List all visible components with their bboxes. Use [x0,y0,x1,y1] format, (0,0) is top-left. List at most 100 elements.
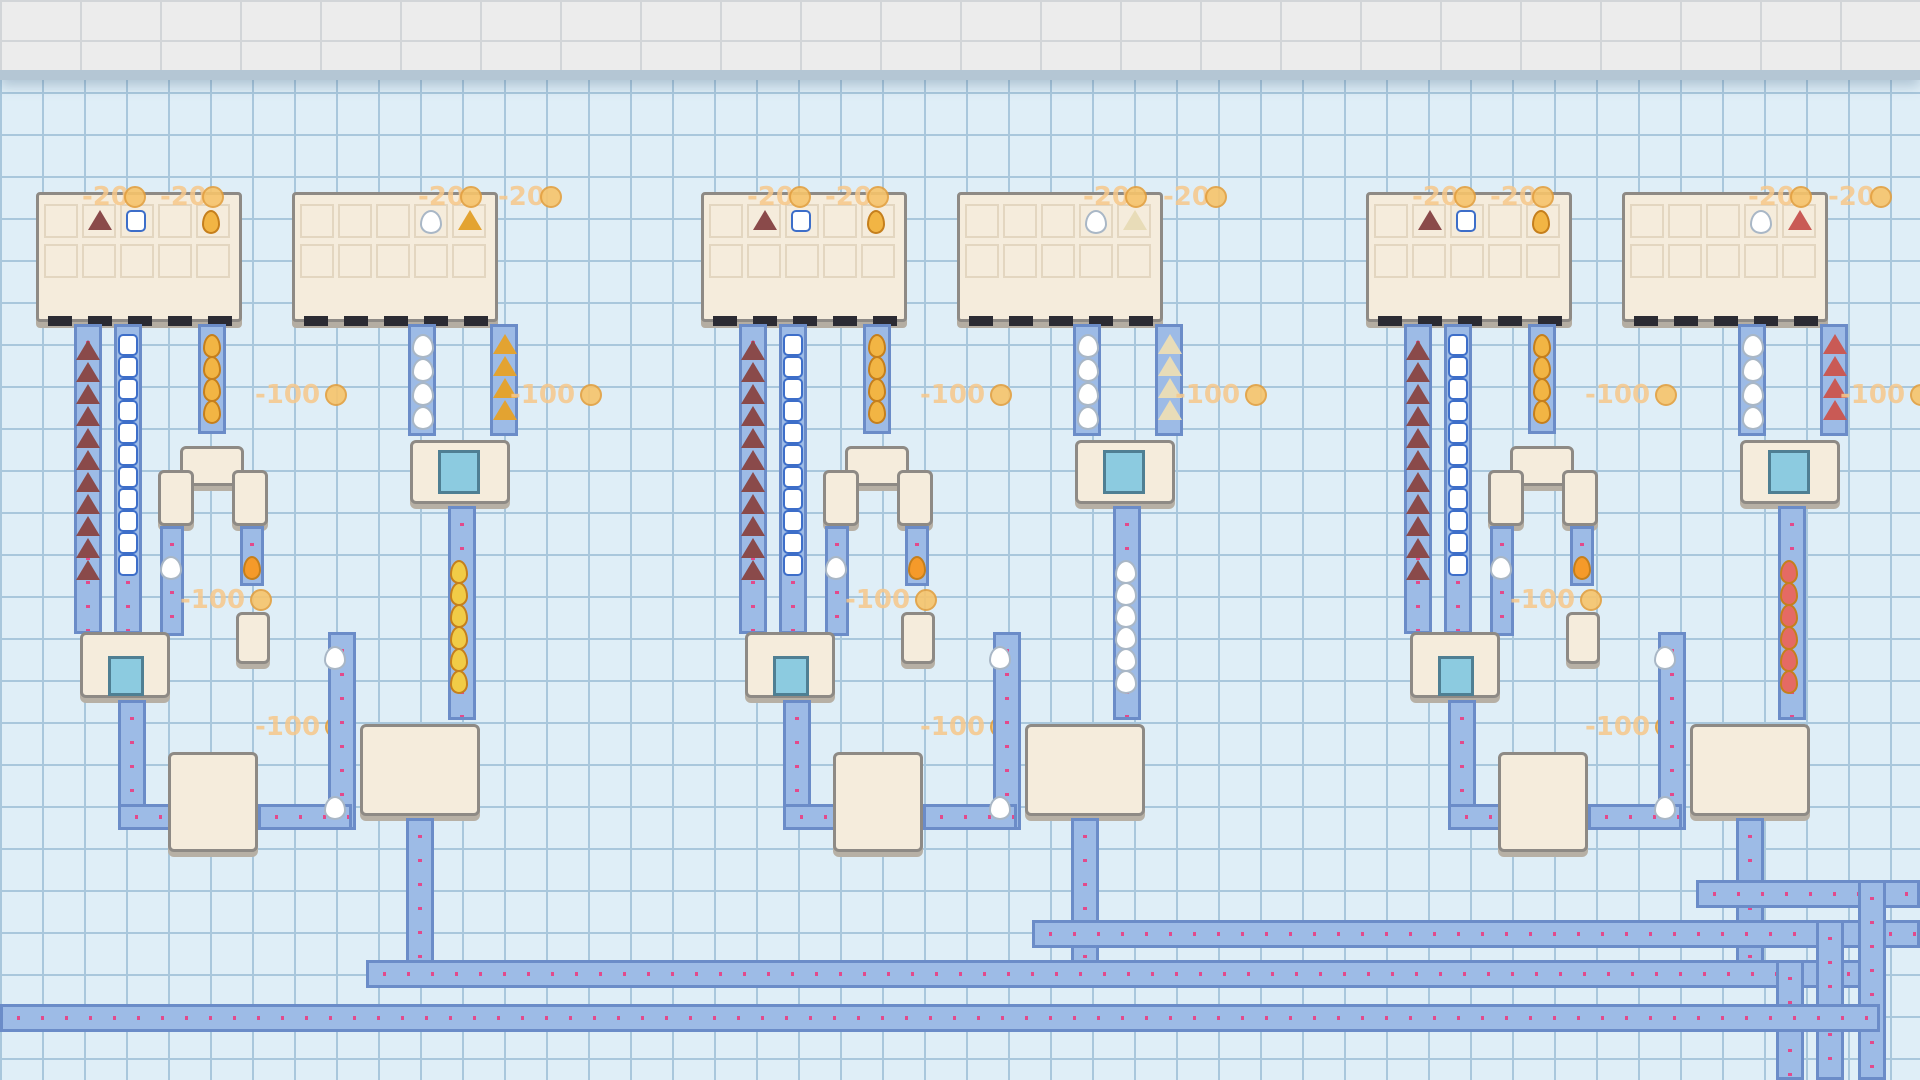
coin-icon [1205,186,1227,208]
gold-cone-item [493,378,517,398]
brown-cone-item [753,210,777,230]
storage-slot [120,244,154,278]
brown-cone-item [741,538,765,558]
assembler-machine[interactable] [360,724,480,816]
brown-cone-item [741,516,765,536]
trash-bin[interactable] [236,612,270,664]
brown-cone-item [76,340,100,360]
storage-slot [1744,204,1778,238]
trash-bin[interactable] [901,612,935,664]
storage-slot [861,244,895,278]
blue-jar-item [783,378,803,400]
storage-slot [1412,244,1446,278]
storage-slot [158,244,192,278]
yellow-egg-item [1780,670,1798,694]
brown-cone-item [741,450,765,470]
white-puff-item [160,556,182,580]
conveyor-belt[interactable] [1071,818,1099,978]
coin-icon [789,186,811,208]
blue-jar-item [1448,400,1468,422]
brown-cone-item [1406,472,1430,492]
conveyor-belt[interactable] [825,526,849,636]
conveyor-belt[interactable] [1816,920,1844,1080]
conveyor-belt[interactable] [406,818,434,978]
assembler-machine[interactable] [1025,724,1145,816]
cost-label: -20 [418,182,465,212]
splitter-arm[interactable] [232,470,268,526]
blue-jar-item [783,510,803,532]
splitter-arm[interactable] [158,470,194,526]
yellow-egg-item [868,356,886,380]
cost-label: -20 [1412,182,1459,212]
trash-bin[interactable] [1566,612,1600,664]
storage-slot [196,244,230,278]
splitter-arm[interactable] [823,470,859,526]
conveyor-belt[interactable] [0,1004,1880,1032]
white-egg-item [1750,210,1772,234]
output-port [1714,316,1738,326]
blue-jar-item [783,488,803,510]
storage-slot [1003,204,1037,238]
oven-machine[interactable] [168,752,258,852]
coin-icon [867,186,889,208]
splitter-arm[interactable] [1562,470,1598,526]
output-port [1634,316,1658,326]
yellow-egg-item [1533,378,1551,402]
yellow-egg-item [203,334,221,358]
brown-cone-item [1406,362,1430,382]
brown-cone-item [76,428,100,448]
blue-jar-item [783,444,803,466]
yellow-egg-item [202,210,220,234]
storage-slot [709,204,743,238]
storage-slot [1526,244,1560,278]
coin-icon [1454,186,1476,208]
washer-screen [1768,450,1810,494]
brown-cone-item [1406,340,1430,360]
cost-label: -100 [920,380,986,410]
coin-icon [990,384,1012,406]
blue-jar-item [118,378,138,400]
storage-slot [376,204,410,238]
conveyor-belt[interactable] [160,526,184,636]
output-port [48,316,72,326]
conveyor-belt[interactable] [1490,526,1514,636]
storage-slot [1079,204,1113,238]
cost-label: -100 [1840,380,1906,410]
white-egg-item [1742,406,1764,430]
coin-icon [1655,384,1677,406]
oven-machine[interactable] [1498,752,1588,852]
white-egg-item [1742,358,1764,382]
blue-jar-item [783,422,803,444]
conveyor-belt[interactable] [923,804,1017,830]
storage-slot [82,204,116,238]
assembler-machine[interactable] [1690,724,1810,816]
coin-icon [1910,384,1920,406]
oven-machine[interactable] [833,752,923,852]
conveyor-belt[interactable] [1858,880,1886,1080]
blue-jar-item [118,510,138,532]
brown-cone-item [76,362,100,382]
brown-cone-item [741,384,765,404]
output-port [208,316,232,326]
output-port [793,316,817,326]
coin-icon [580,384,602,406]
conveyor-belt[interactable] [366,960,1886,988]
blue-jar-item [1448,356,1468,378]
white-puff-item [825,556,847,580]
blue-jar-item [118,488,138,510]
output-port [753,316,777,326]
washer-screen [773,656,809,696]
conveyor-belt[interactable] [1696,880,1920,908]
splitter-arm[interactable] [897,470,933,526]
storage-slot [823,204,857,238]
brown-cone-item [1406,406,1430,426]
output-port [1538,316,1562,326]
storage-slot [1450,244,1484,278]
washer-screen [1103,450,1145,494]
output-port [1049,316,1073,326]
conveyor-belt[interactable] [1032,920,1920,948]
splitter-arm[interactable] [1488,470,1524,526]
brown-cone-item [76,560,100,580]
cream-cone-item [1123,210,1147,230]
